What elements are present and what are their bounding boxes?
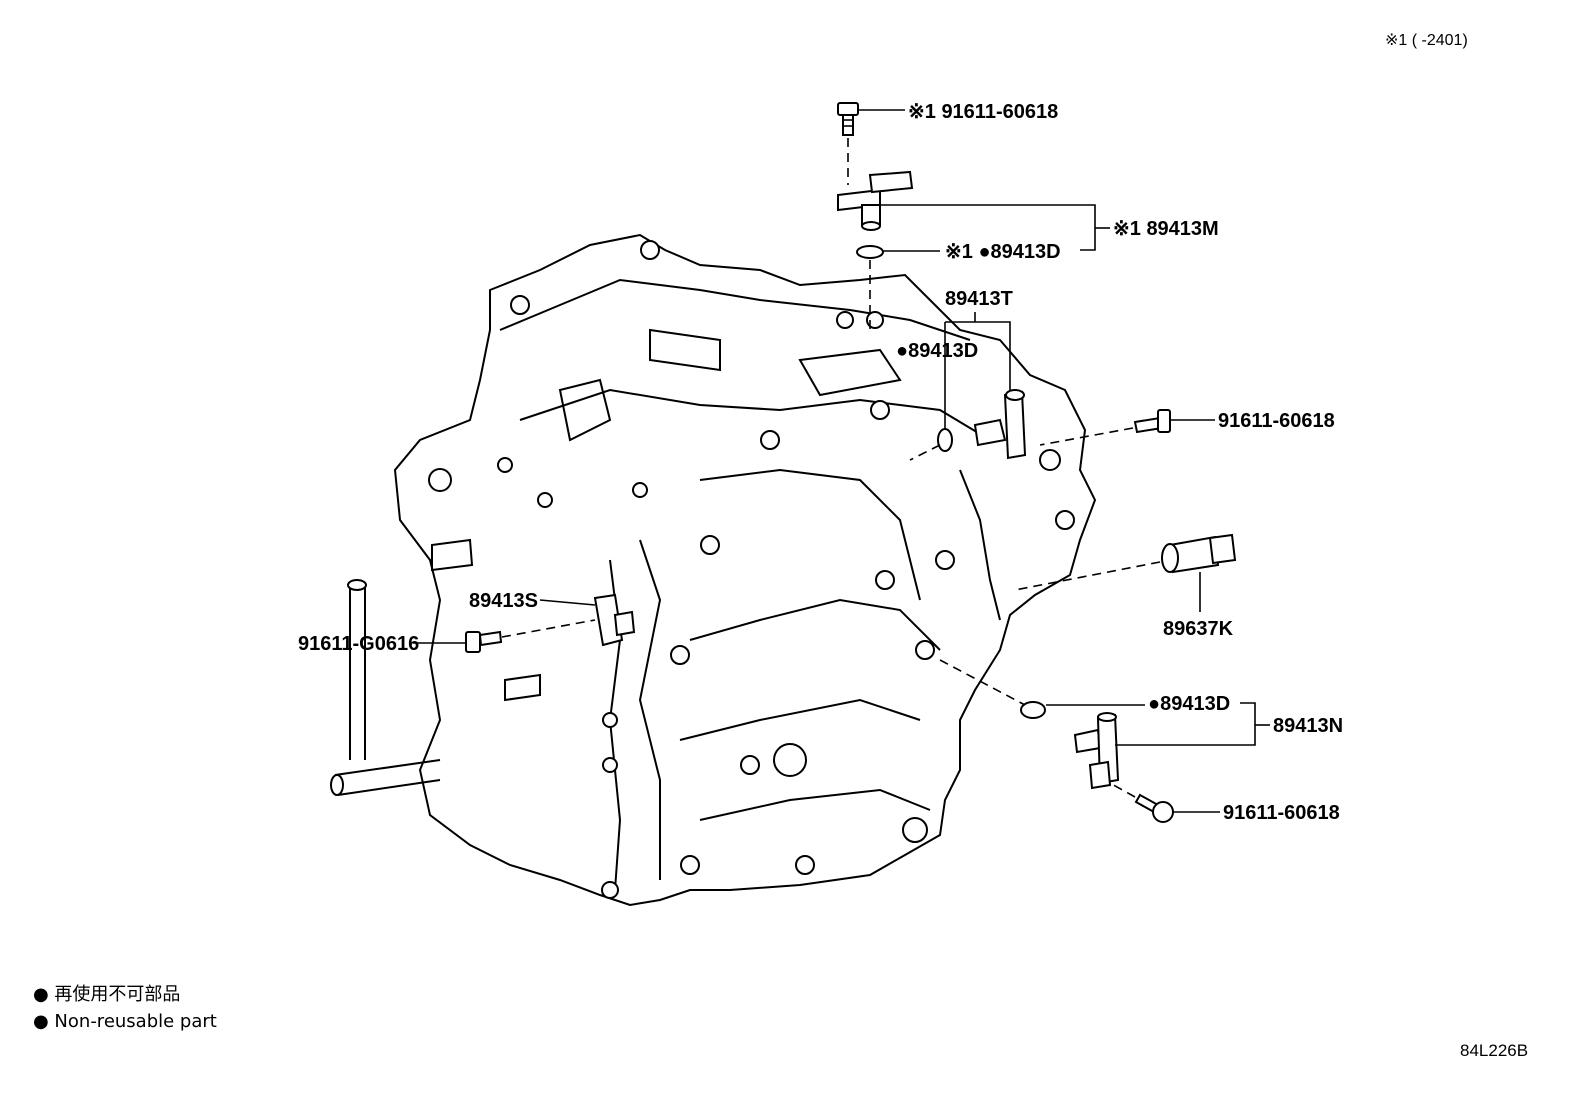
sensor-m-part bbox=[837, 170, 914, 231]
legend-en: ● Non-reusable part bbox=[33, 1011, 217, 1032]
diagram-code: 84L226B bbox=[1460, 1041, 1528, 1060]
header-note: ※1 ( -2401) bbox=[1385, 32, 1468, 49]
callout-sensor-t: 89413T bbox=[945, 288, 1013, 310]
sensor-s-part bbox=[593, 593, 636, 647]
callout-bolt-left: 91611-G0616 bbox=[298, 633, 419, 655]
callout-oring-t: ●89413D bbox=[896, 340, 978, 362]
callout-bolt-right-upper: 91611-60618 bbox=[1218, 410, 1335, 432]
oring-t-part bbox=[937, 428, 953, 452]
callout-bolt-top: ※1 91611-60618 bbox=[908, 101, 1058, 123]
bolt-right-upper-part bbox=[1133, 409, 1171, 434]
oring-top-part bbox=[856, 245, 884, 259]
callout-sensor-n: 89413N bbox=[1273, 715, 1343, 737]
callout-bolt-right-lower: 91611-60618 bbox=[1223, 802, 1340, 824]
bolt-right-lower-part bbox=[1134, 793, 1174, 823]
callout-oring-top: ※1 ●89413D bbox=[945, 241, 1061, 263]
bolt-top-part bbox=[837, 102, 859, 136]
bolt-left-part bbox=[465, 630, 503, 653]
callout-sensor-s: 89413S bbox=[469, 590, 538, 612]
callout-oring-n: ●89413D bbox=[1148, 693, 1230, 715]
legend-ja: ● 再使用不可部品 bbox=[33, 984, 180, 1005]
sensor-n-part bbox=[1073, 712, 1120, 790]
callout-sensor-m: ※1 89413M bbox=[1113, 218, 1219, 240]
sensor-k-part bbox=[1161, 533, 1237, 574]
sensor-t-part bbox=[973, 389, 1027, 460]
callout-sensor-k: 89637K bbox=[1163, 618, 1234, 640]
transmission-assembly bbox=[330, 233, 1097, 907]
oring-n-part bbox=[1020, 701, 1046, 719]
